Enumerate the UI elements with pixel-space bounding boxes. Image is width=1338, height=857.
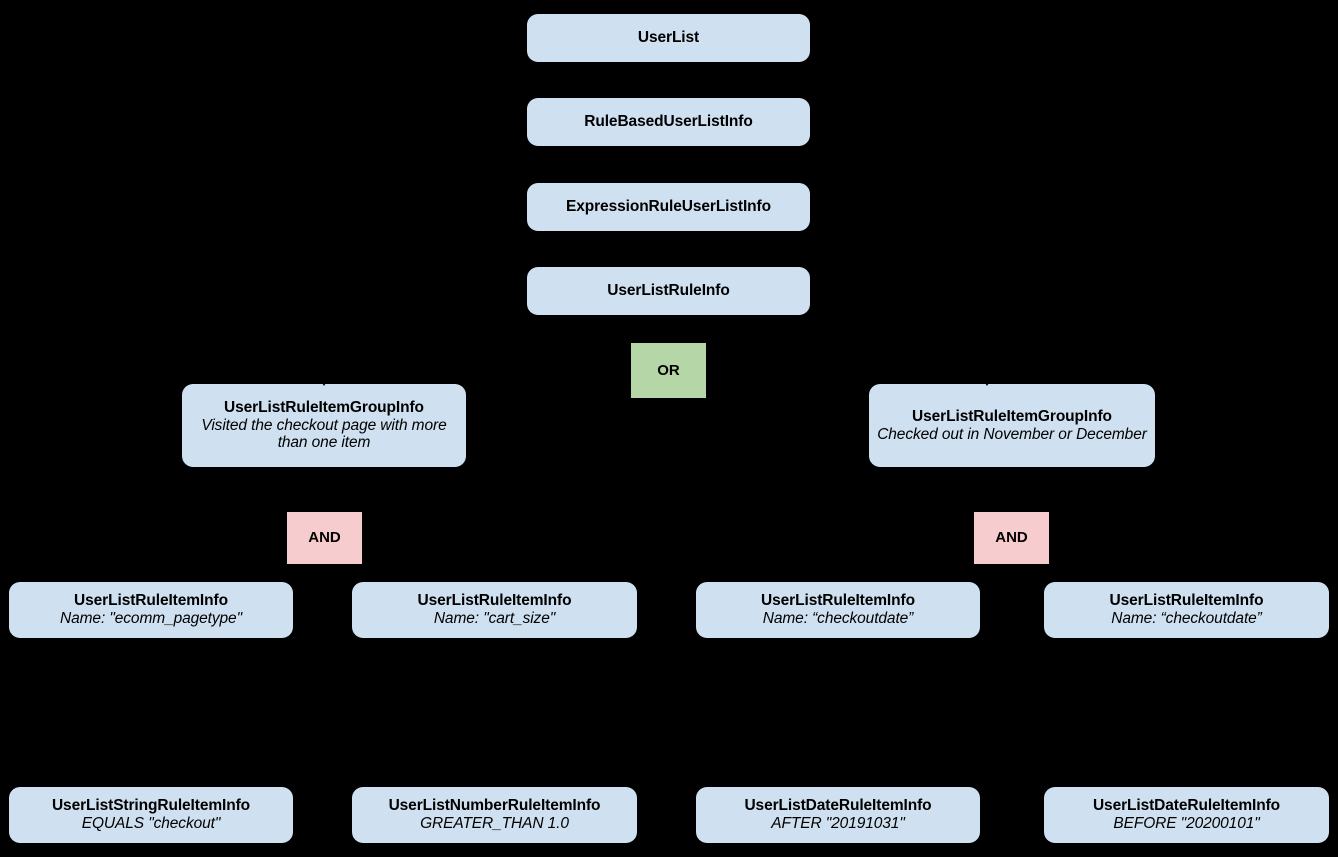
node-expression-rule-user-list-info[interactable]: ExpressionRuleUserListInfo bbox=[527, 183, 810, 231]
node-description: Name: “checkoutdate” bbox=[762, 610, 914, 627]
node-user-list[interactable]: UserList bbox=[527, 14, 810, 62]
node-title: UserListRuleItemInfo bbox=[1109, 592, 1264, 610]
edge-arrow-to-group-left bbox=[315, 372, 333, 386]
node-title: UserListDateRuleItemInfo bbox=[744, 797, 932, 815]
operator-label: AND bbox=[995, 529, 1028, 547]
node-title: UserListRuleItemGroupInfo bbox=[912, 407, 1112, 425]
node-item-checkoutdate-after[interactable]: UserListRuleItemInfo Name: “checkoutdate… bbox=[696, 582, 980, 638]
node-title: UserList bbox=[637, 29, 700, 47]
node-title: ExpressionRuleUserListInfo bbox=[566, 198, 771, 216]
node-description: EQUALS "checkout" bbox=[81, 815, 221, 832]
node-string-rule-item[interactable]: UserListStringRuleItemInfo EQUALS "check… bbox=[9, 787, 293, 843]
node-rule-based-user-list-info[interactable]: RuleBasedUserListInfo bbox=[527, 98, 810, 146]
node-description: Checked out in November or December bbox=[877, 425, 1147, 443]
node-title: UserListRuleItemInfo bbox=[761, 592, 915, 610]
node-title: UserListNumberRuleItemInfo bbox=[388, 797, 601, 815]
node-title: UserListRuleItemInfo bbox=[74, 592, 228, 610]
operator-and-right[interactable]: AND bbox=[974, 512, 1049, 564]
node-title: RuleBasedUserListInfo bbox=[584, 113, 753, 131]
node-description: AFTER "20191031" bbox=[771, 815, 905, 832]
node-title: UserListStringRuleItemInfo bbox=[51, 797, 251, 815]
node-description: Name: "cart_size" bbox=[433, 610, 556, 627]
operator-and-left[interactable]: AND bbox=[287, 512, 362, 564]
node-title: UserListDateRuleItemInfo bbox=[1092, 797, 1281, 815]
operator-or[interactable]: OR bbox=[631, 343, 706, 398]
edge-arrow-to-group-right bbox=[978, 372, 996, 386]
node-group-right[interactable]: UserListRuleItemGroupInfo Checked out in… bbox=[869, 384, 1155, 467]
node-description: Visited the checkout page with more than… bbox=[201, 416, 447, 452]
node-description: BEFORE "20200101" bbox=[1113, 815, 1260, 832]
node-title: UserListRuleInfo bbox=[607, 282, 730, 300]
node-item-checkoutdate-before[interactable]: UserListRuleItemInfo Name: “checkoutdate… bbox=[1044, 582, 1329, 638]
node-number-rule-item[interactable]: UserListNumberRuleItemInfo GREATER_THAN … bbox=[352, 787, 637, 843]
node-user-list-rule-info[interactable]: UserListRuleInfo bbox=[527, 267, 810, 315]
node-description: Name: "ecomm_pagetype" bbox=[60, 610, 242, 627]
node-description: GREATER_THAN 1.0 bbox=[420, 815, 569, 832]
operator-label: OR bbox=[657, 361, 680, 379]
node-title: UserListRuleItemGroupInfo bbox=[224, 399, 424, 417]
node-description: Name: “checkoutdate” bbox=[1111, 610, 1262, 627]
node-group-left[interactable]: UserListRuleItemGroupInfo Visited the ch… bbox=[182, 384, 466, 467]
node-date-rule-item-before[interactable]: UserListDateRuleItemInfo BEFORE "2020010… bbox=[1044, 787, 1329, 843]
node-date-rule-item-after[interactable]: UserListDateRuleItemInfo AFTER "20191031… bbox=[696, 787, 980, 843]
operator-label: AND bbox=[308, 529, 341, 547]
node-item-cart-size[interactable]: UserListRuleItemInfo Name: "cart_size" bbox=[352, 582, 637, 638]
node-title: UserListRuleItemInfo bbox=[417, 592, 572, 610]
node-item-ecomm-pagetype[interactable]: UserListRuleItemInfo Name: "ecomm_pagety… bbox=[9, 582, 293, 638]
